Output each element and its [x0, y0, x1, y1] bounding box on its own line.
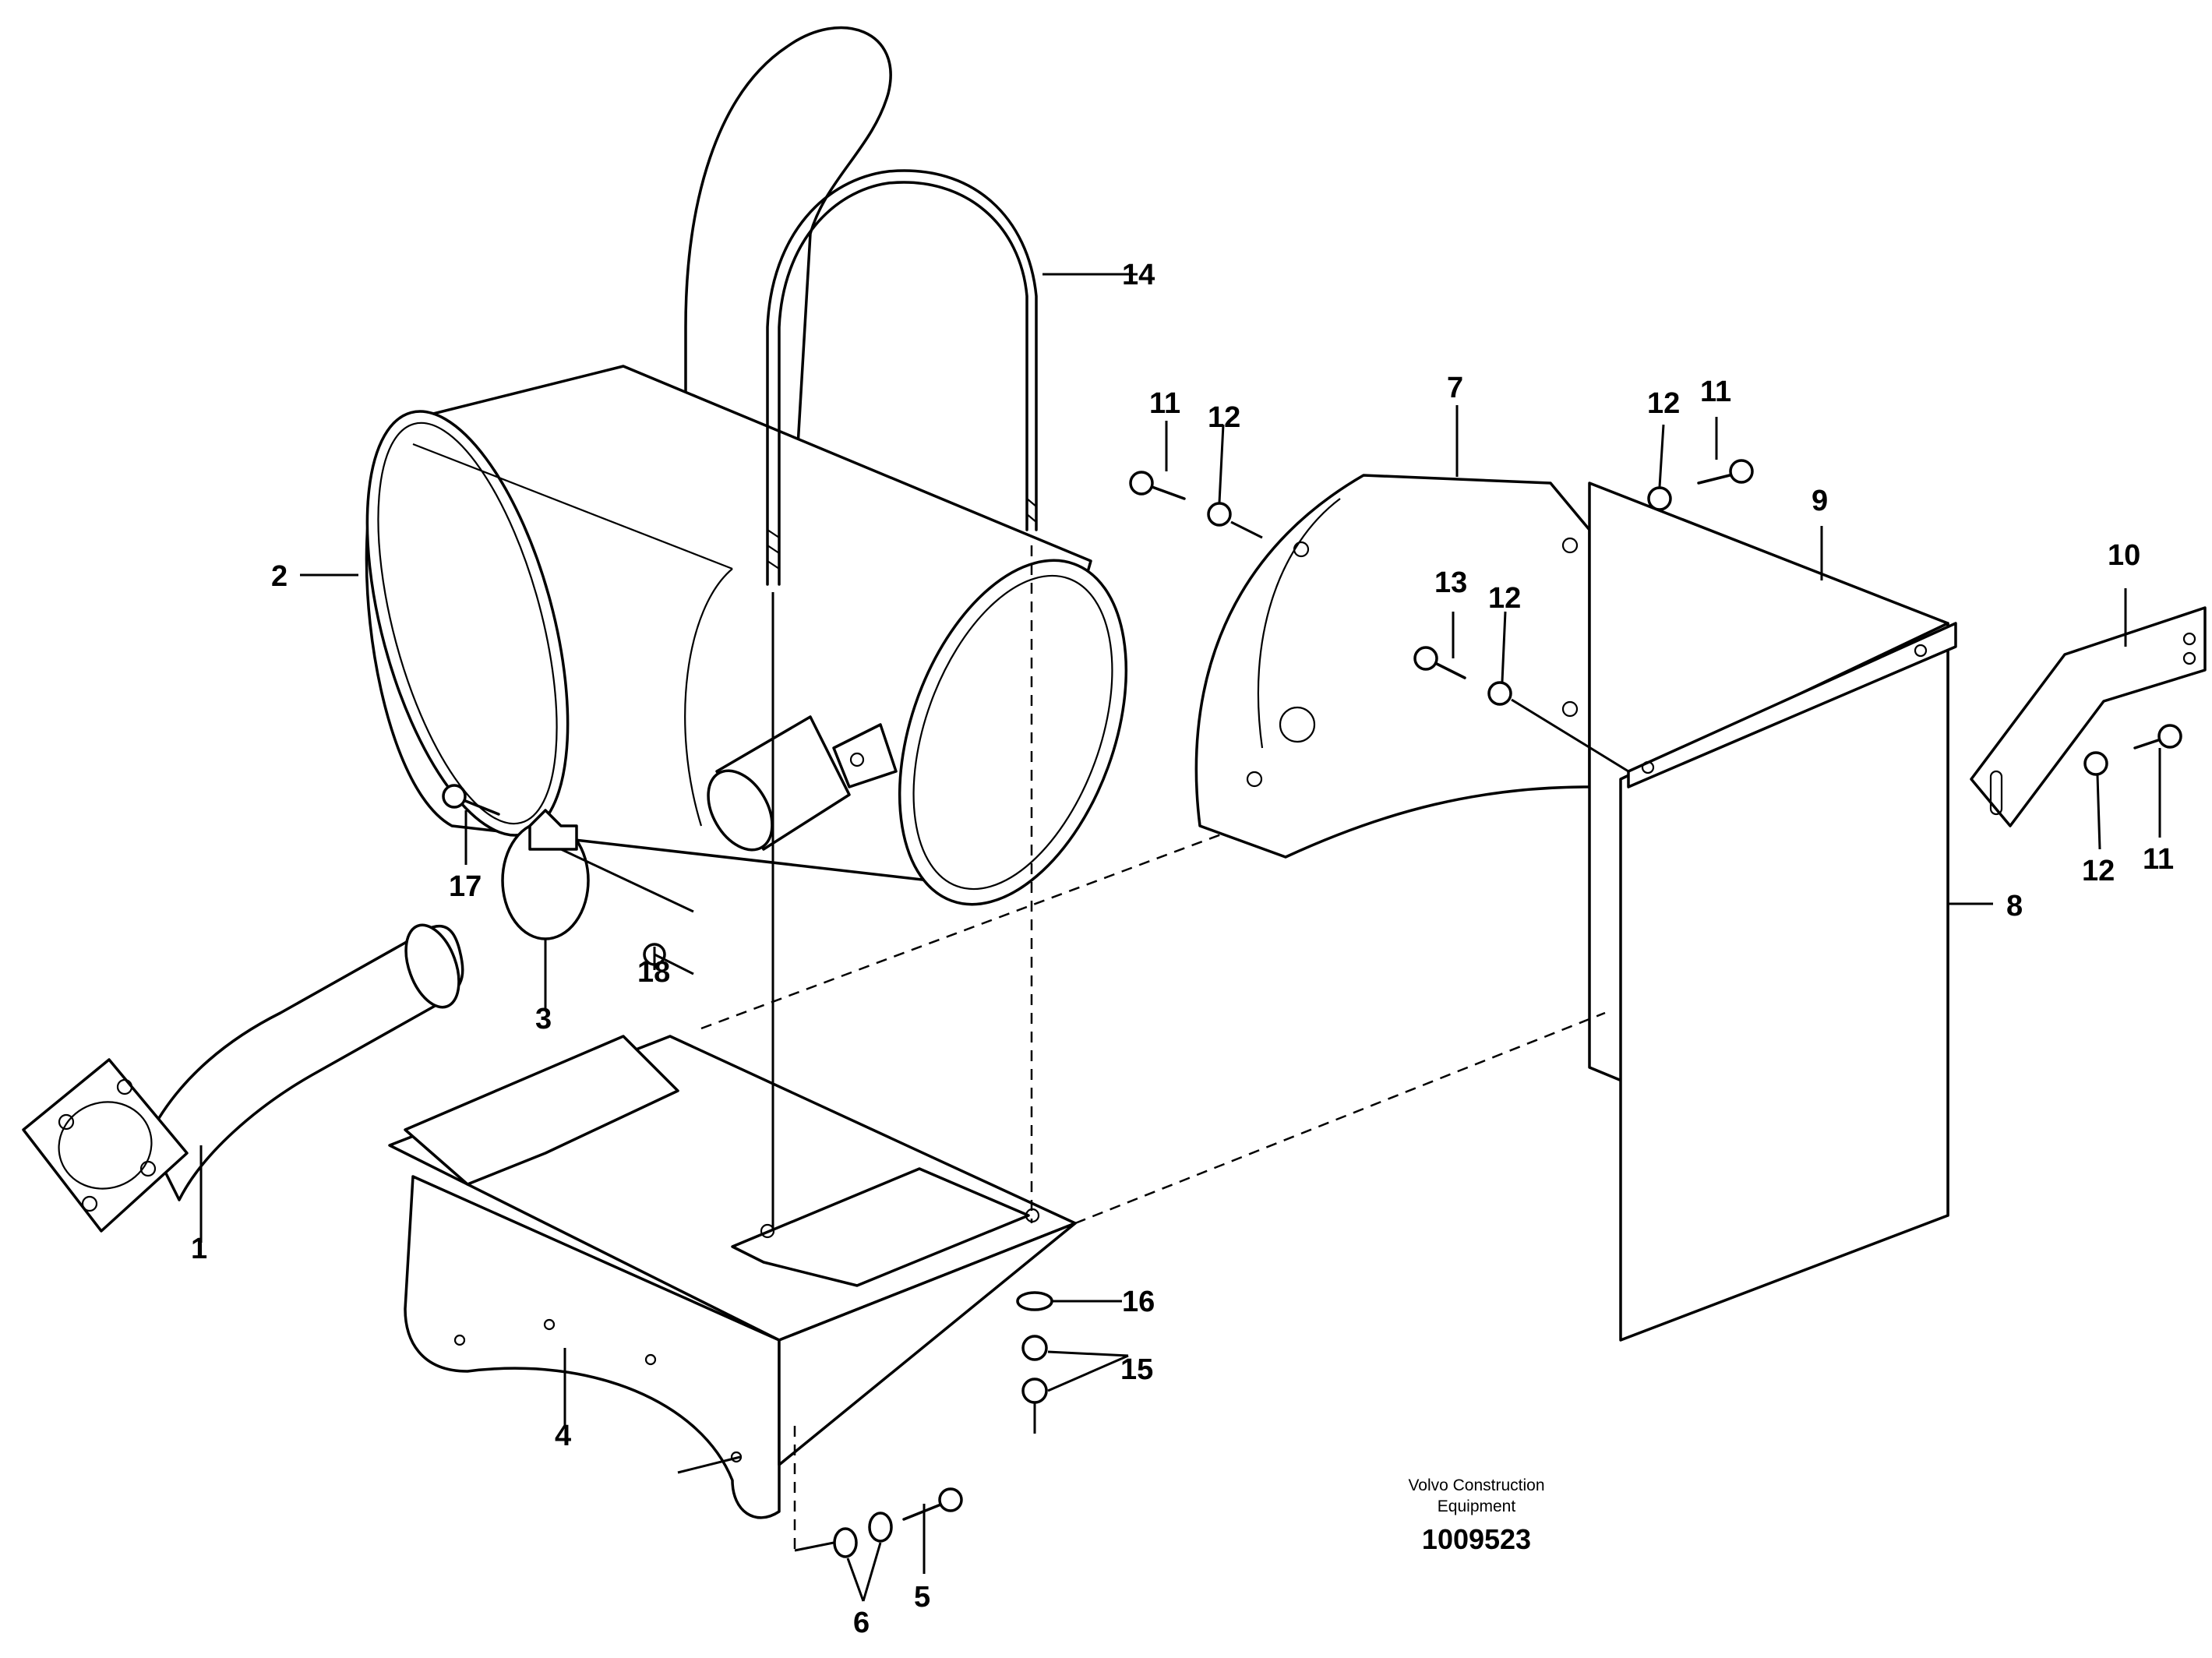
callout-7: 7 — [1447, 372, 1463, 404]
callout-3: 3 — [535, 1003, 552, 1035]
callout-11-top-left: 11 — [1149, 387, 1180, 420]
callout-6: 6 — [853, 1607, 870, 1639]
document-number: 1009523 — [1422, 1523, 1531, 1555]
title-block: Volvo Construction Equipment 1009523 — [1408, 1476, 1544, 1555]
u-bolt — [766, 169, 1038, 586]
callout-15: 15 — [1120, 1353, 1153, 1386]
muffler — [365, 26, 1128, 906]
callout-11-right: 11 — [2143, 843, 2174, 876]
callout-17: 17 — [449, 870, 482, 903]
callout-1: 1 — [191, 1233, 207, 1265]
callout-4: 4 — [555, 1420, 571, 1452]
callout-10: 10 — [2108, 539, 2140, 572]
mounting-bracket — [388, 1035, 1077, 1519]
callout-13: 13 — [1434, 566, 1467, 599]
callout-2: 2 — [271, 560, 288, 593]
callout-12-right: 12 — [2082, 855, 2115, 887]
brand-line-2: Equipment — [1438, 1497, 1516, 1515]
callout-12-top-left: 12 — [1208, 401, 1240, 434]
callout-12-top-right: 12 — [1647, 387, 1680, 420]
callout-16: 16 — [1122, 1286, 1155, 1318]
heat-shield — [1194, 474, 1957, 1342]
callout-5: 5 — [914, 1581, 930, 1614]
exhaust-pipe — [22, 923, 464, 1233]
callout-9: 9 — [1812, 485, 1828, 517]
callout-8: 8 — [2006, 890, 2023, 922]
fasteners — [442, 459, 2182, 1558]
assembly-lines — [560, 520, 1629, 1552]
brand-line-1: Volvo Construction — [1408, 1476, 1544, 1494]
callout-18: 18 — [637, 956, 670, 989]
callout-12-middle: 12 — [1488, 582, 1521, 615]
small-bracket — [1970, 606, 2207, 827]
leader-lines — [199, 273, 2161, 1602]
callouts: 1 2 3 4 5 6 7 8 9 10 11 11 11 12 12 12 1… — [191, 259, 2174, 1639]
callout-14: 14 — [1122, 259, 1155, 291]
callout-11-top-right: 11 — [1700, 376, 1731, 408]
